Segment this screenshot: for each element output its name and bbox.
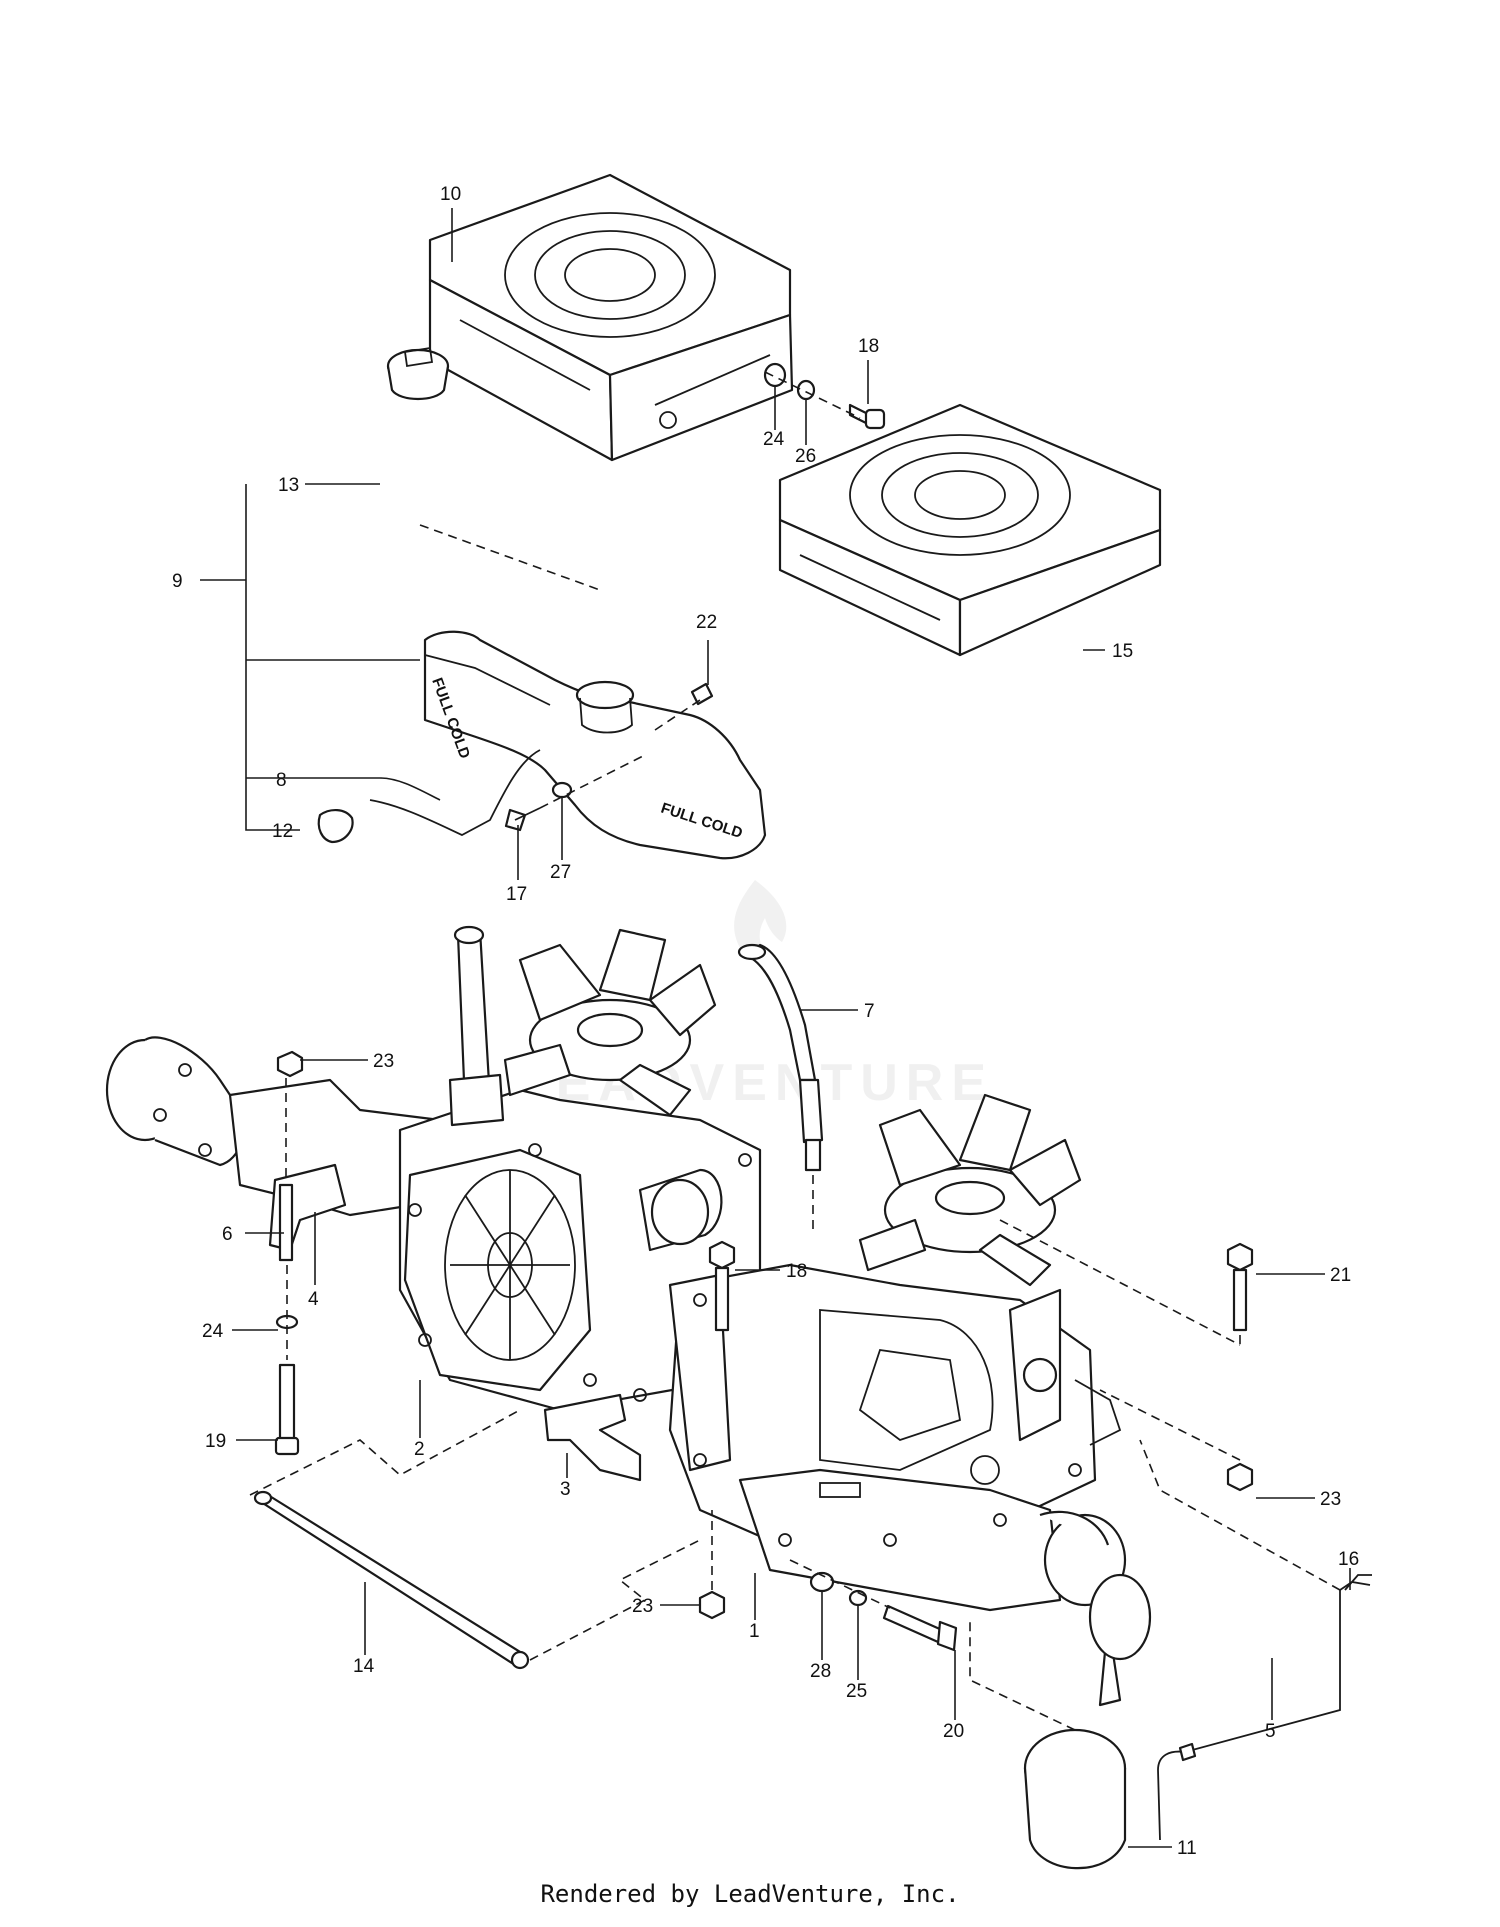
callout-24-lower: 24 xyxy=(202,1321,224,1342)
callout-1: 1 xyxy=(749,1621,760,1642)
callout-17: 17 xyxy=(506,884,527,905)
callout-6: 6 xyxy=(222,1224,233,1245)
part-13-reservoir-cap xyxy=(386,346,450,400)
leader-lines xyxy=(200,208,1351,1848)
callout-26: 26 xyxy=(795,446,816,467)
callout-28: 28 xyxy=(810,1661,831,1682)
part-5-linkage-rod xyxy=(1139,1439,1372,1841)
callout-8: 8 xyxy=(276,770,287,791)
callout-14: 14 xyxy=(353,1656,375,1677)
part-10-fan-shroud xyxy=(428,173,794,462)
part-9-reservoir-tank: FULL COLD FULL COLD xyxy=(423,630,767,860)
callout-23: 23 xyxy=(373,1051,394,1072)
rod-dash-right xyxy=(529,1539,701,1661)
reservoir-line-hardware xyxy=(317,682,714,844)
callout-18: 18 xyxy=(858,336,879,357)
part-2-left-transaxle xyxy=(105,925,762,1456)
callout-12: 12 xyxy=(272,821,293,842)
callout-5: 5 xyxy=(1265,1721,1276,1742)
callout-9: 9 xyxy=(172,571,183,592)
part-15-fan-shroud xyxy=(778,403,1162,657)
axle-hardware xyxy=(789,1559,958,1652)
callout-15: 15 xyxy=(1112,641,1133,662)
part-14-rod xyxy=(253,1490,530,1670)
part-23-nuts xyxy=(698,1389,1254,1620)
callout-18-lower: 18 xyxy=(786,1261,807,1282)
watermark: LEADVENTURE xyxy=(516,880,986,1112)
callout-16: 16 xyxy=(1338,1549,1359,1570)
callout-4: 4 xyxy=(308,1289,319,1310)
part-18-bolt xyxy=(708,1240,736,1332)
callout-27: 27 xyxy=(550,862,571,883)
watermark-flame-icon xyxy=(734,880,787,962)
callout-23-bottom: 23 xyxy=(632,1596,653,1617)
part-21-bolt xyxy=(999,1219,1254,1350)
rod-dash-left xyxy=(249,1409,521,1496)
callout-7: 7 xyxy=(864,1001,875,1022)
footer-credit: Rendered by LeadVenture, Inc. xyxy=(540,1880,960,1908)
part-11-oil-filter xyxy=(969,1620,1127,1870)
callout-2: 2 xyxy=(414,1439,425,1460)
callout-24: 24 xyxy=(763,429,785,450)
callout-20: 20 xyxy=(943,1721,964,1742)
callout-23-right: 23 xyxy=(1320,1489,1341,1510)
callout-25: 25 xyxy=(846,1681,867,1702)
callout-21: 21 xyxy=(1330,1265,1351,1286)
cap-alignment-line xyxy=(419,524,601,591)
shroud-hardware xyxy=(763,362,886,430)
callout-19: 19 xyxy=(205,1431,226,1452)
callouts: 10 18 24 26 13 9 22 15 8 12 17 27 7 23 6… xyxy=(172,184,1359,1859)
callout-10: 10 xyxy=(440,184,461,205)
callout-11: 11 xyxy=(1177,1838,1197,1859)
callout-3: 3 xyxy=(560,1479,571,1500)
callout-13: 13 xyxy=(278,475,299,496)
callout-22: 22 xyxy=(696,612,717,633)
part-3-bracket xyxy=(543,1393,642,1482)
part-7-hose xyxy=(737,943,824,1230)
